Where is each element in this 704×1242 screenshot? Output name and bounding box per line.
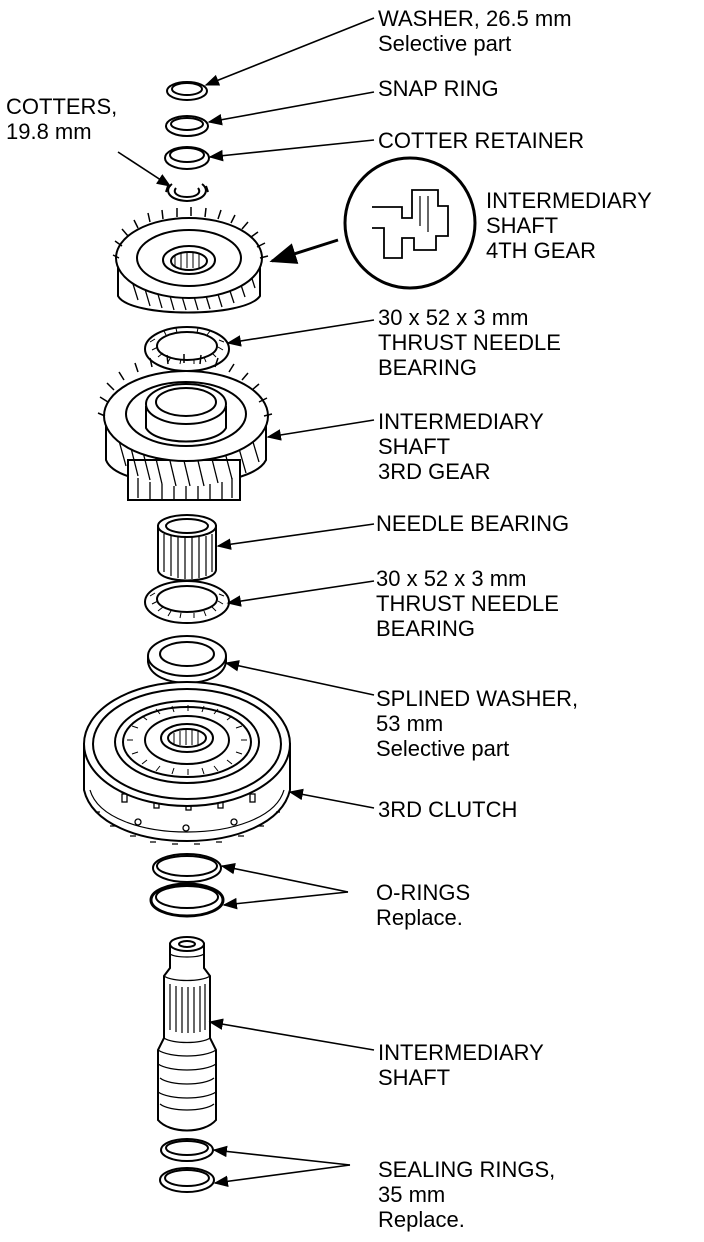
leader-o-ring-lower [222, 891, 349, 910]
label-snap-ring: SNAP RING [378, 76, 499, 101]
label-sealing-rings: SEALING RINGS, 35 mm Replace. [378, 1157, 556, 1232]
fourth-gear-detail-circle [343, 156, 477, 290]
label-cotter-retainer: COTTER RETAINER [378, 128, 585, 153]
label-third-clutch: 3RD CLUTCH [378, 797, 518, 822]
leader-cotters [117, 151, 172, 187]
third-gear-part [97, 354, 273, 501]
label-intermediary-shaft: INTERMEDIARY SHAFT [378, 1040, 544, 1090]
leader-sealing-ring-lower [213, 1164, 351, 1187]
leader-third-gear [266, 419, 375, 441]
needle-bearing-part [157, 514, 217, 582]
leader-o-ring-upper [220, 862, 349, 893]
leader-intermediary-shaft [208, 1018, 375, 1051]
leader-lines [117, 17, 375, 1187]
thrust-bearing-upper-part [144, 326, 230, 372]
label-thrust-bearing-upper: 30 x 52 x 3 mm THRUST NEEDLE BEARING [378, 305, 561, 380]
label-cotters: COTTERS, 19.8 mm [6, 94, 118, 144]
leader-splined-washer [224, 660, 375, 696]
cotter-retainer-part [164, 146, 210, 170]
label-fourth-gear: INTERMEDIARY SHAFT 4TH GEAR [486, 188, 652, 263]
leader-snap-ring [207, 91, 375, 126]
thrust-bearing-lower-part [144, 580, 230, 624]
leader-cotter-retainer [208, 139, 375, 162]
snap-ring-part [165, 115, 209, 137]
third-clutch-part [83, 681, 291, 845]
leader-fourth-gear [269, 238, 339, 264]
o-rings-part [149, 853, 225, 918]
label-splined-washer: SPLINED WASHER, 53 mm Selective part [376, 686, 579, 761]
label-third-gear: INTERMEDIARY SHAFT 3RD GEAR [378, 409, 544, 484]
label-o-rings: O-RINGS Replace. [376, 880, 471, 930]
sealing-rings-part [159, 1138, 215, 1193]
leader-thrust-upper [226, 319, 375, 347]
washer-part [166, 81, 208, 101]
leader-thrust-lower [226, 580, 375, 607]
label-washer: WASHER, 26.5 mm Selective part [378, 6, 572, 56]
label-thrust-bearing-lower: 30 x 52 x 3 mm THRUST NEEDLE BEARING [376, 566, 559, 641]
intermediary-shaft-part [157, 936, 217, 1132]
leader-third-clutch [288, 788, 375, 809]
leader-sealing-ring-upper [212, 1145, 351, 1166]
leader-washer [204, 17, 375, 86]
splined-washer-part [147, 635, 227, 684]
cotters-part [165, 183, 209, 203]
label-needle-bearing: NEEDLE BEARING [376, 511, 570, 536]
fourth-gear-part [112, 207, 269, 314]
leader-needle-bearing [216, 523, 375, 550]
